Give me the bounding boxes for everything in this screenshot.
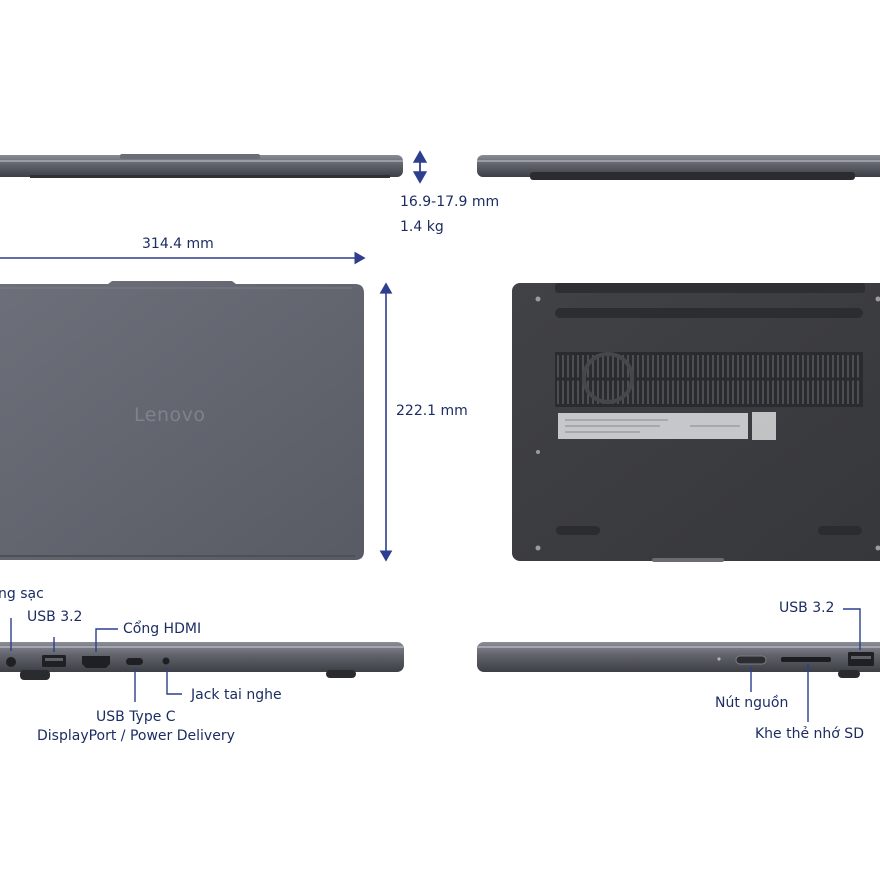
hologram-sticker (752, 412, 776, 440)
side-profile-back (477, 155, 880, 180)
laptop-lid (0, 281, 364, 560)
thickness-label: 16.9-17.9 mm (400, 194, 500, 210)
power-button-icon (735, 655, 767, 665)
left-leader-lines (10, 618, 182, 702)
side-view-right-ports (477, 642, 880, 678)
side-profile-front (0, 154, 403, 178)
label-charging-port: ng sạc (0, 586, 44, 602)
hdmi-port-icon (82, 656, 110, 668)
weight-label: 1.4 kg (400, 219, 444, 235)
laptop-bottom-case (512, 283, 880, 562)
side-view-left-ports (0, 642, 404, 680)
depth-label: 222.1 mm (396, 403, 468, 419)
label-usb-c-line2: DisplayPort / Power Delivery (37, 728, 235, 744)
vent-grille (555, 352, 863, 407)
label-usb-right: USB 3.2 (779, 600, 835, 616)
usb-c-port-icon (126, 658, 143, 665)
label-usb-left: USB 3.2 (27, 609, 83, 625)
sd-slot-icon (781, 657, 831, 662)
width-label: 314.4 mm (142, 236, 214, 252)
charging-port-icon (6, 657, 16, 667)
right-leader-lines (750, 608, 861, 722)
audio-jack-icon (162, 657, 170, 665)
label-usb-c-line1: USB Type C (96, 709, 176, 725)
brand-logo: Lenovo (134, 404, 206, 426)
label-sd-slot: Khe thẻ nhớ SD (755, 726, 864, 742)
label-audio-jack: Jack tai nghe (191, 687, 282, 703)
label-power-button: Nút nguồn (715, 695, 789, 711)
label-hdmi: Cổng HDMI (123, 621, 202, 637)
